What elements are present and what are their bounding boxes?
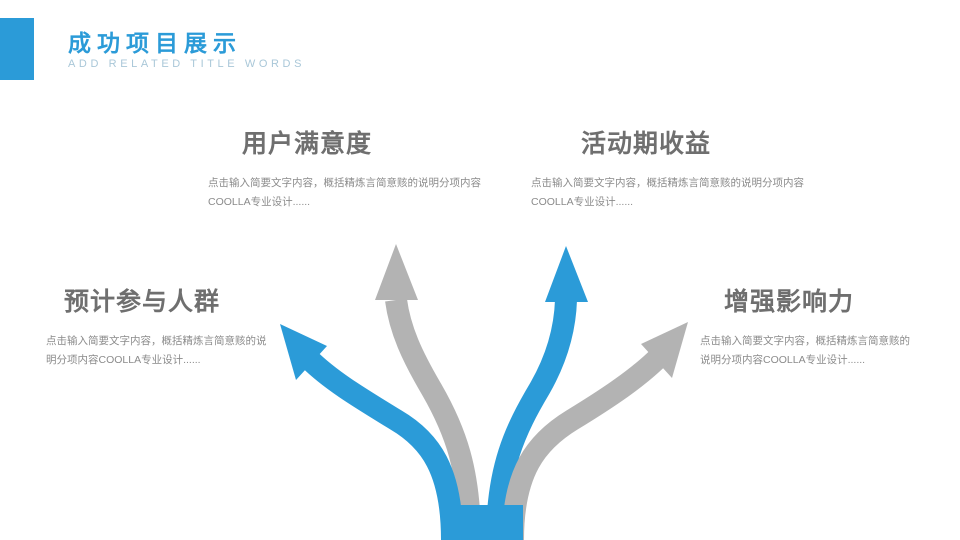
block-revenue: 活动期收益 点击输入简要文字内容，概括精炼言简意赅的说明分项内容COOLLA专业… [531,124,831,213]
arrow-branch-influence [502,322,688,540]
arrow-branch-crowd [280,324,463,540]
arrow-trunk [441,505,523,540]
header-accent-bar [0,18,34,80]
block-crowd-title: 预计参与人群 [64,288,221,316]
arrow-branch-revenue [486,246,588,540]
slide-header: 成功项目展示 ADD RELATED TITLE WORDS [0,18,960,82]
block-revenue-body: 点击输入简要文字内容，概括精炼言简意赅的说明分项内容COOLLA专业设计....… [531,177,804,209]
block-satisfaction-body: 点击输入简要文字内容，概括精炼言简意赅的说明分项内容COOLLA专业设计....… [208,177,481,209]
block-satisfaction-title: 用户满意度 [242,130,373,158]
block-satisfaction: 用户满意度 点击输入简要文字内容，概括精炼言简意赅的说明分项内容COOLLA专业… [208,124,508,213]
arrow-branch-satisfaction [375,244,481,540]
block-revenue-title: 活动期收益 [581,130,712,158]
page-subtitle: ADD RELATED TITLE WORDS [68,58,306,70]
block-influence-title: 增强影响力 [724,288,855,316]
block-crowd-body: 点击输入简要文字内容，概括精炼言简意赅的说明分项内容COOLLA专业设计....… [46,335,267,367]
block-influence: 增强影响力 点击输入简要文字内容，概括精炼言简意赅的说明分项内容COOLLA专业… [700,282,930,371]
page-title: 成功项目展示 [68,30,242,56]
block-influence-body: 点击输入简要文字内容，概括精炼言简意赅的说明分项内容COOLLA专业设计....… [700,335,910,367]
block-crowd: 预计参与人群 点击输入简要文字内容，概括精炼言简意赅的说明分项内容COOLLA专… [46,282,276,371]
